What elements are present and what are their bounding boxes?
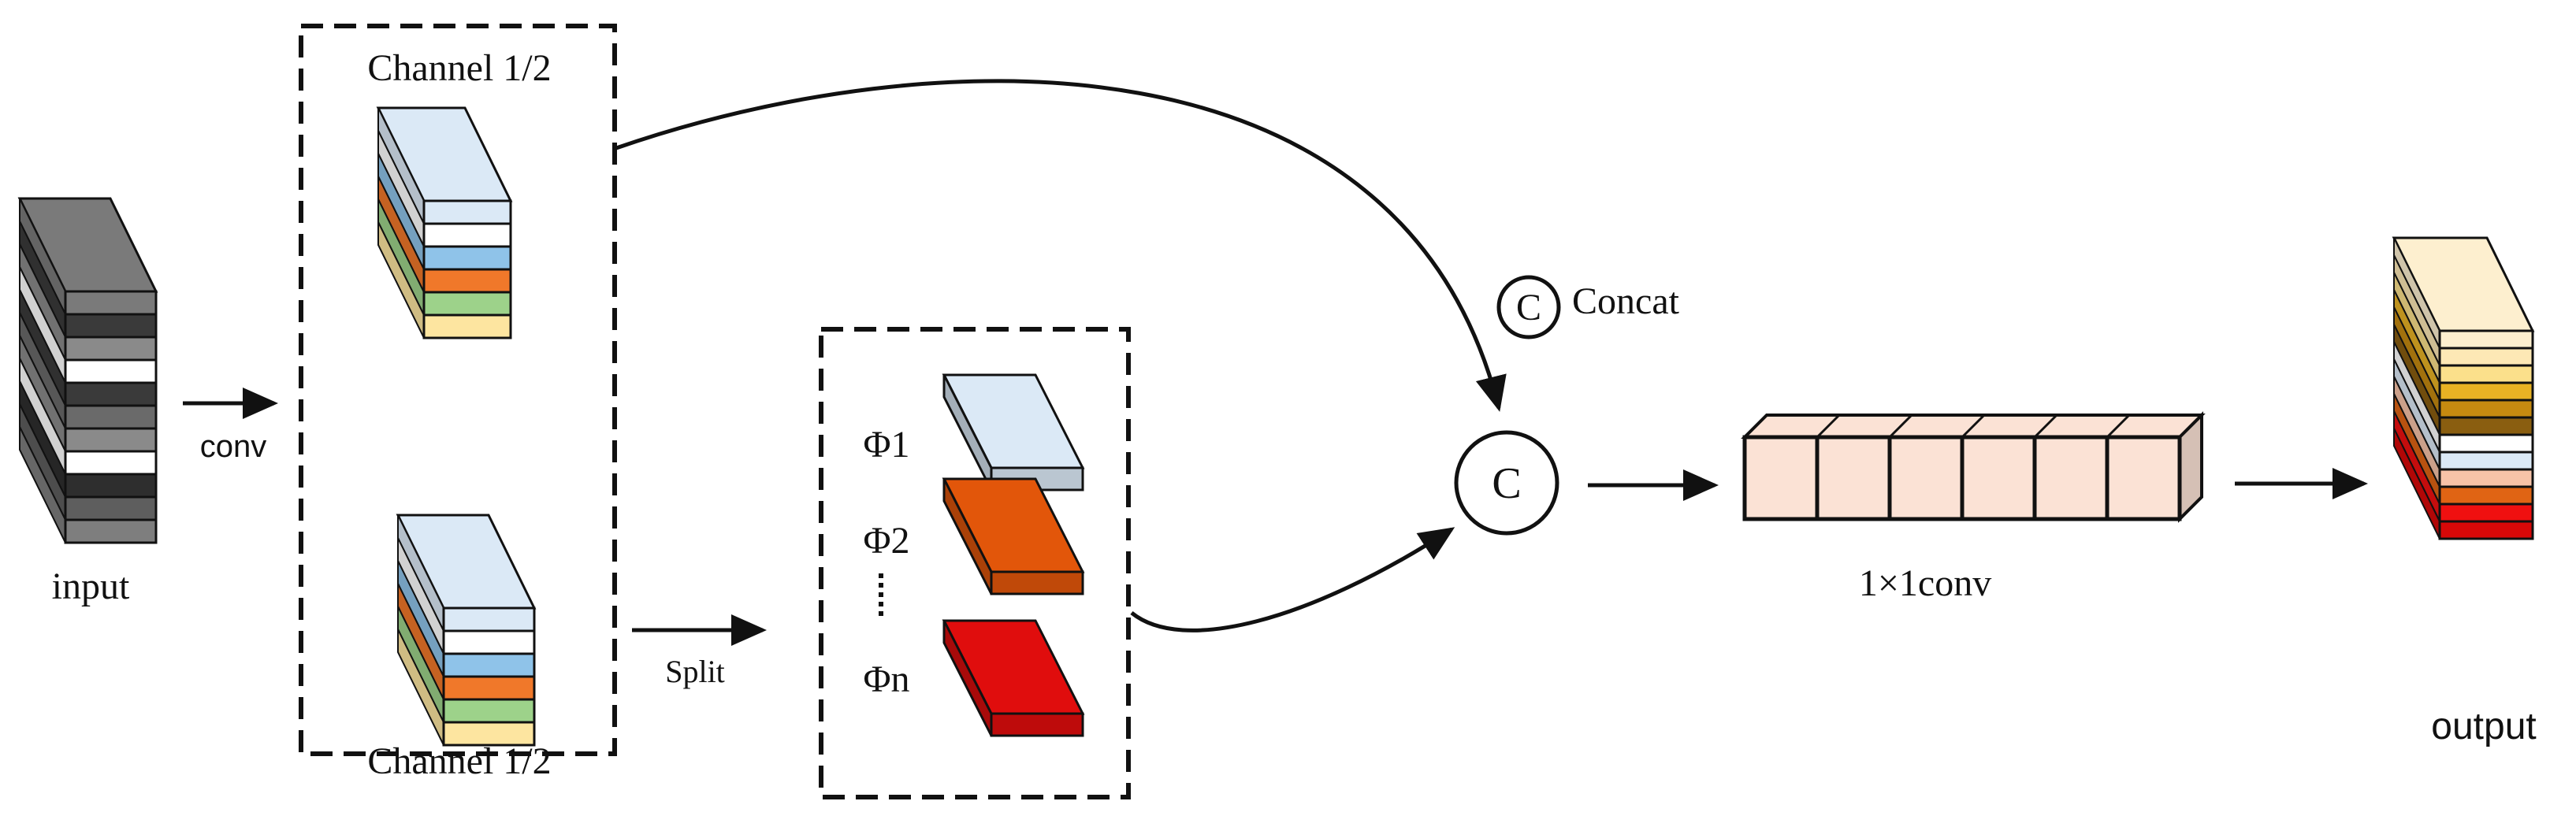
input-layer-9 [64,495,158,521]
concat-legend-symbol: C [1516,287,1541,328]
channel-bottom-label: Channel 1/2 [367,740,551,782]
output-label: output [2431,706,2536,747]
conv-cell-edge-1 [1816,414,1841,439]
output-layer-3 [2438,381,2534,402]
input-feature-stack [17,197,158,544]
channel-bottom-layer-1 [442,629,536,655]
phi-group-box [819,327,1131,799]
output-layer-7 [2438,451,2534,471]
concat-legend-icon [1496,275,1561,339]
concat-node [1454,430,1559,536]
conv-cell-edge-3 [1961,414,1986,439]
channel-bottom-layer-5 [442,721,536,747]
phi2-label: Φ2 [863,520,909,562]
output-layer-10 [2438,503,2534,523]
split-label: Split [665,654,725,689]
conv-cell-5 [2105,435,2182,521]
output-feature-stack [2392,236,2535,540]
input-label: input [52,566,130,607]
phin-slab-front [990,712,1084,737]
output-layer-4 [2438,399,2534,419]
input-layer-0 [64,290,158,316]
phin-label: Φn [863,658,909,700]
phin-slab-side [942,620,993,736]
input-layer-1 [64,313,158,339]
channel-top-layer-0 [422,199,512,225]
output-layer-11 [2438,520,2534,540]
conv-cell-edge-2 [1888,414,1913,439]
channel-top-layer-3 [422,268,512,294]
phi1-label: Φ1 [863,424,909,465]
channel-top-layer-5 [422,313,512,339]
channel-top-label: Channel 1/2 [367,47,551,89]
conv-cell-0 [1742,435,1820,521]
output-layer-5 [2438,416,2534,436]
conv1x1-label: 1×1conv [1859,562,1991,604]
channel-to-concat-arrow [615,79,1507,412]
conv-label: conv [200,429,267,464]
phi-to-concat-arrow [1130,527,1455,632]
input-layer-4 [64,381,158,407]
input-layer-2 [64,336,158,362]
channel-bottom-layer-3 [442,675,536,701]
conv-cell-edge-5 [2106,414,2131,439]
output-layer-6 [2438,433,2534,454]
conv-cell-3 [1960,435,2037,521]
input-layer-10 [64,518,158,544]
conv-cell-2 [1887,435,1965,521]
conv-cell-4 [2032,435,2109,521]
conv-cell-edge-4 [2033,414,2058,439]
channel-top-layer-1 [422,222,512,248]
channel-top-stack [376,106,513,339]
phi2-slab-side [942,478,993,595]
input-layer-6 [64,427,158,453]
output-layer-9 [2438,485,2534,506]
channel-bottom-layer-4 [442,698,536,724]
channel-split-box [299,24,617,756]
input-layer-5 [64,404,158,430]
phi-slabs [942,373,1085,737]
channel-top-layer-4 [422,291,512,317]
phi2-slab-front [990,570,1084,595]
channel-bottom-stack [396,514,537,747]
conv-cell-1 [1815,435,1892,521]
channel-bottom-layer-2 [442,652,536,678]
channel-bottom-layer-0 [442,606,536,632]
channel-top-layer-2 [422,245,512,271]
input-layer-8 [64,473,158,499]
input-layer-7 [64,450,158,476]
output-layer-0 [2438,329,2534,350]
output-layer-8 [2438,468,2534,488]
output-layer-2 [2438,364,2534,384]
concat-node-symbol: C [1492,459,1521,508]
conv1x1-block [1741,411,2206,523]
input-layer-3 [64,358,158,384]
concat-legend-label: Concat [1572,280,1680,322]
output-layer-1 [2438,347,2534,367]
